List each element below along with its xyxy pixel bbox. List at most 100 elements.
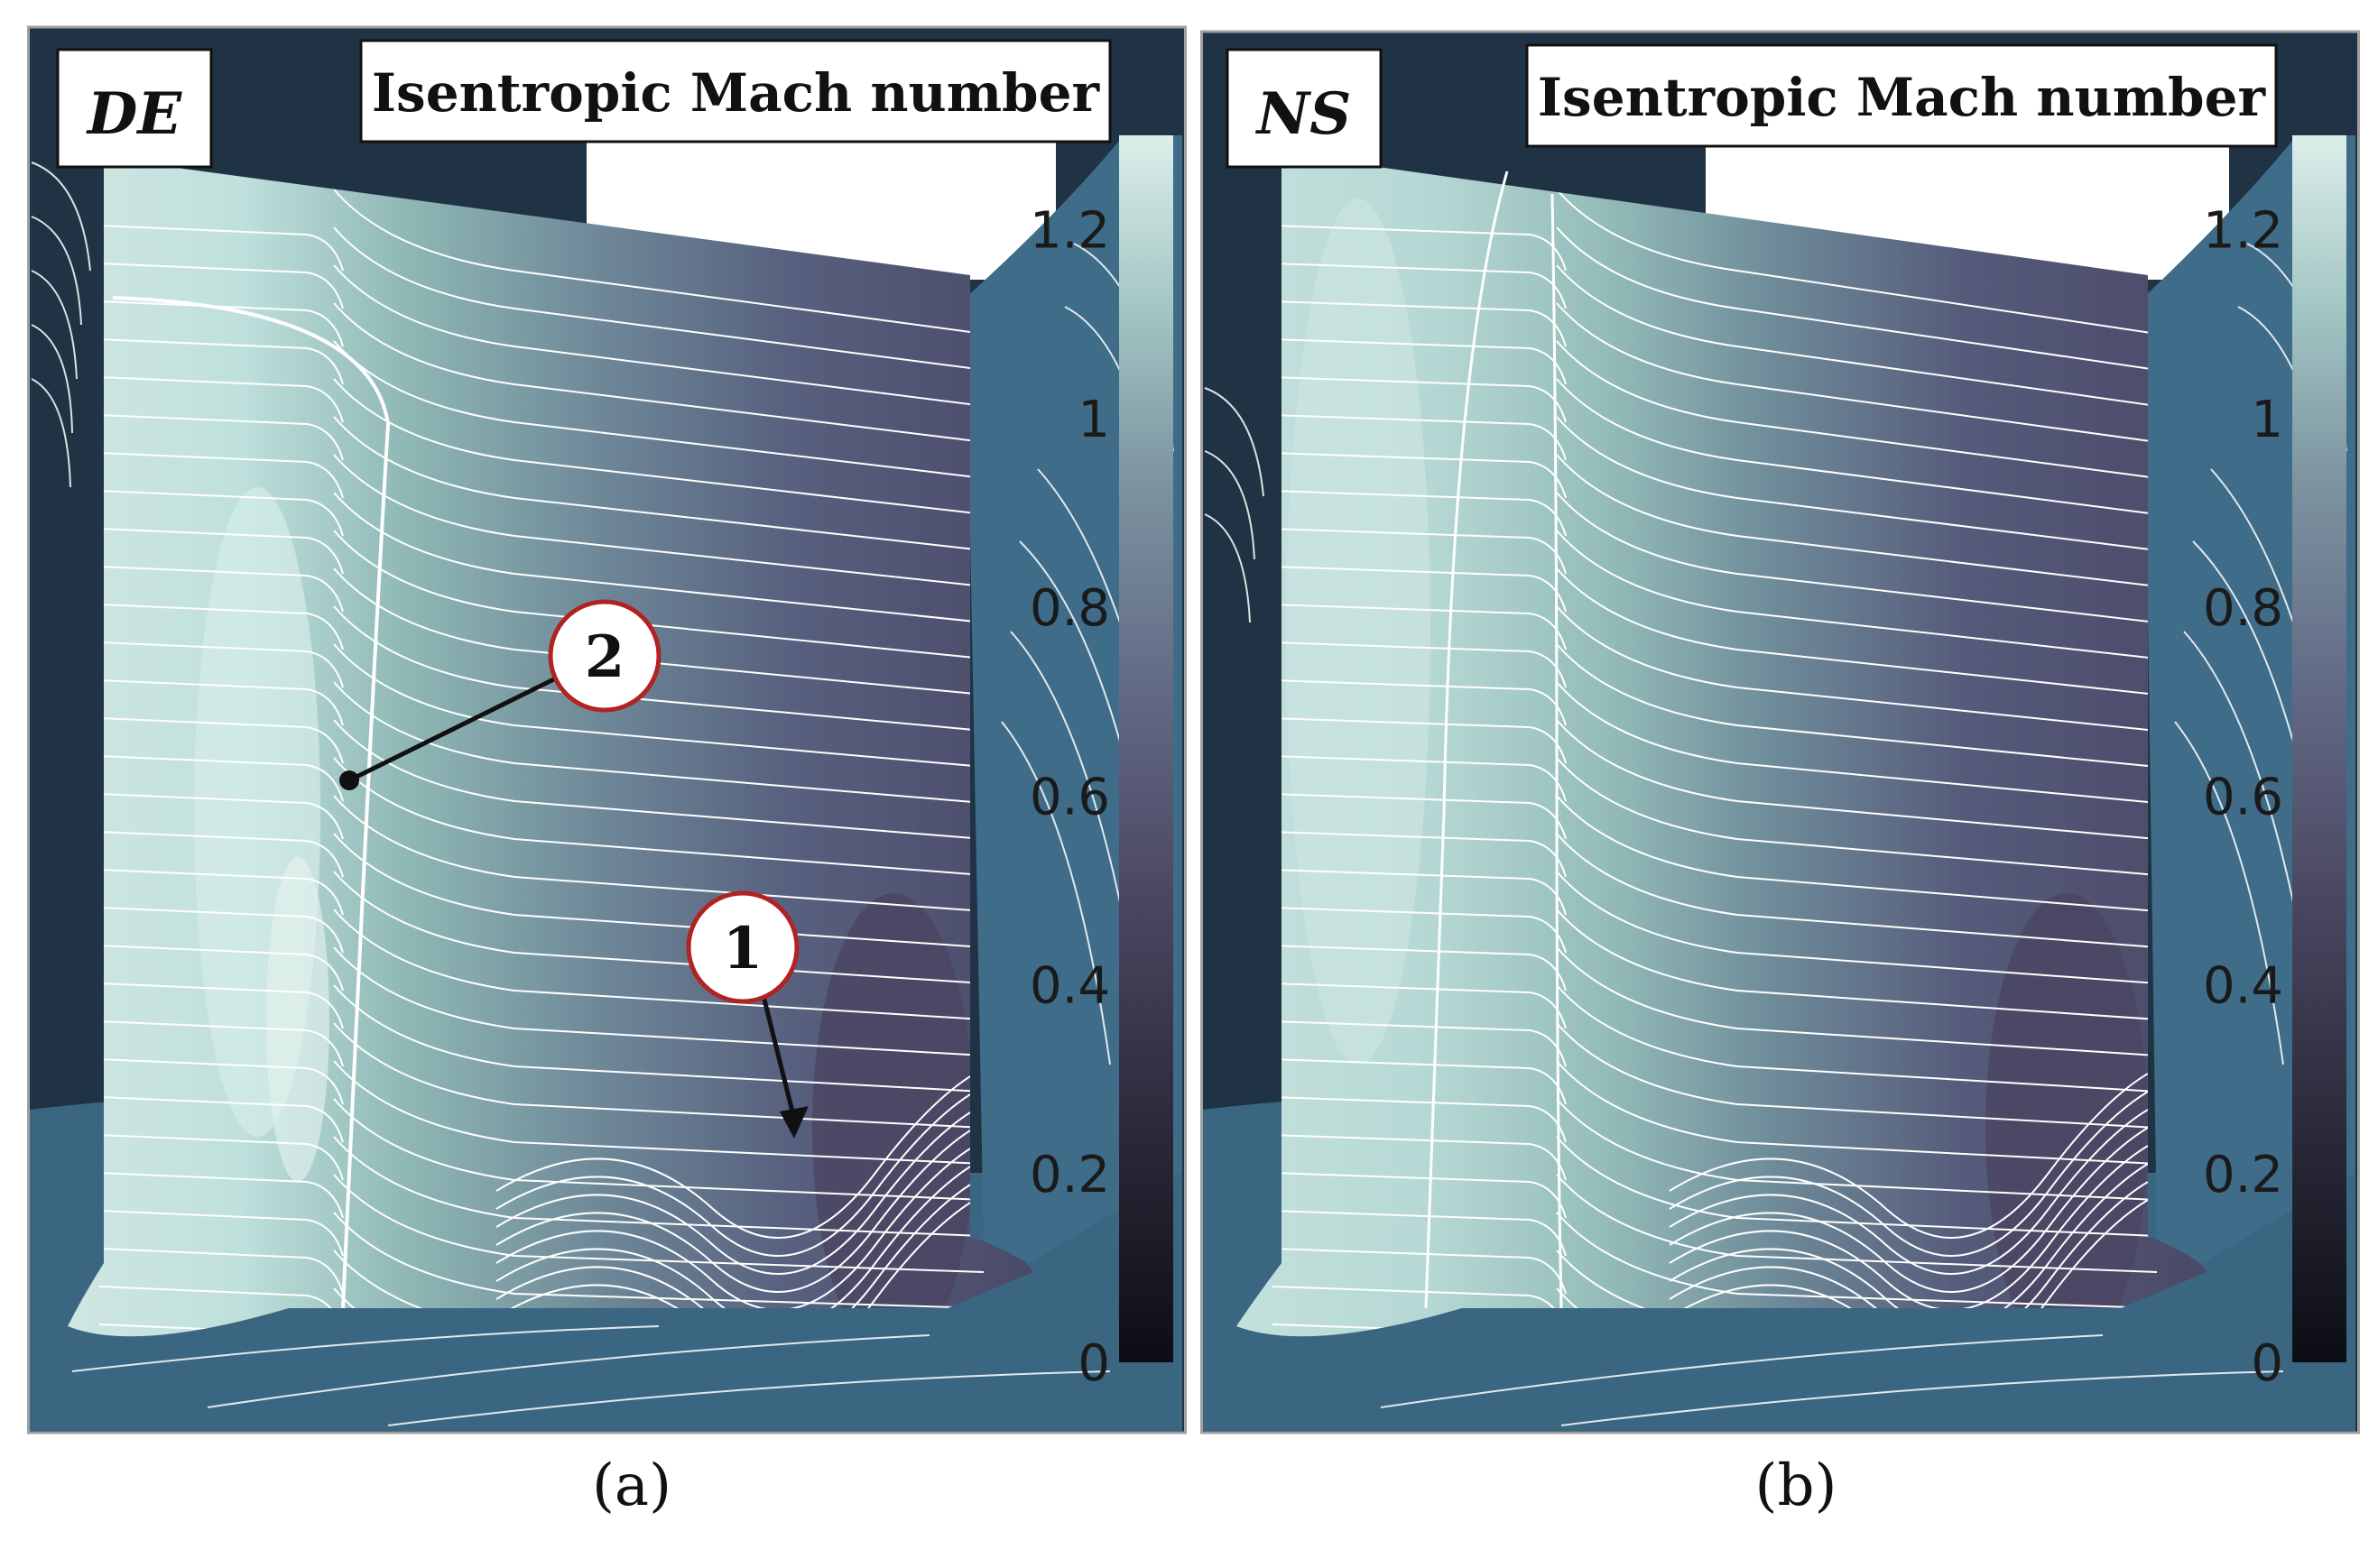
streamline [1556, 530, 2158, 659]
streamline [333, 1287, 985, 1337]
streamline [1556, 340, 2158, 479]
streamline [98, 604, 344, 650]
streamline [333, 378, 985, 515]
streamline [333, 719, 985, 840]
panel-b-figure: 00.20.40.60.811.2 NS Isentropic Mach num… [1200, 30, 2360, 1434]
streamline [333, 1212, 985, 1309]
streamline [333, 226, 985, 371]
streamline [1669, 1073, 2149, 1239]
marker-2-label: 2 [585, 623, 625, 691]
colorbar-tick-label: 1 [2251, 391, 2283, 449]
streamline [98, 528, 344, 575]
streamline [1272, 1210, 1567, 1257]
streamline [495, 1073, 976, 1239]
colorbar [2292, 135, 2346, 1362]
streamline [1272, 1248, 1567, 1295]
streamline [1272, 414, 1567, 461]
marker-2-leader [347, 660, 588, 783]
streamline [333, 643, 985, 768]
streamline [1669, 1091, 2149, 1257]
streamline [333, 530, 985, 659]
streamline [1272, 1020, 1567, 1067]
streamline [1272, 490, 1567, 537]
streamline [98, 452, 344, 499]
streamline [1272, 604, 1567, 650]
colorbar [1119, 135, 1173, 1362]
streamline [1556, 378, 2158, 515]
streamline [98, 869, 344, 916]
colorbar-tick-label: 0.6 [1030, 768, 1110, 826]
streamline [98, 717, 344, 764]
streamline [333, 264, 985, 407]
separation-line [112, 296, 391, 1309]
colorbar-tick-label: 0.6 [2203, 768, 2283, 826]
streamline [1272, 1096, 1567, 1143]
streamline [1556, 1212, 2158, 1309]
streamline [1272, 225, 1567, 272]
panel-a-figure: 00.20.40.60.811.2 DE Isentropic Mach num… [27, 25, 1187, 1434]
streamline [1272, 869, 1567, 916]
title-box [359, 39, 1112, 143]
streamline [1556, 302, 2158, 443]
streamline [98, 945, 344, 992]
streamline [1556, 567, 2158, 696]
streamline [98, 679, 344, 726]
streamline [333, 1060, 985, 1165]
streamline [98, 1058, 344, 1105]
streamline [495, 1109, 976, 1275]
streamline [1556, 833, 2158, 948]
streamline [1556, 189, 2158, 335]
streamline [1272, 679, 1567, 726]
streamline [495, 1091, 976, 1257]
streamline [1556, 1136, 2158, 1237]
title-box [1525, 43, 2278, 148]
streamline [1669, 1109, 2149, 1275]
method-label-box [56, 48, 213, 169]
streamline [1272, 793, 1567, 840]
marker-1 [686, 890, 800, 1004]
streamline [98, 263, 344, 309]
streamline [98, 376, 344, 423]
streamline [495, 1181, 976, 1337]
streamline [1272, 376, 1567, 423]
method-label: DE [86, 80, 183, 148]
streamline [1669, 1127, 2149, 1293]
streamline [1272, 907, 1567, 954]
streamline [1272, 641, 1567, 688]
streamline [1272, 982, 1567, 1029]
colorbar-tick-label: 0.2 [1030, 1146, 1110, 1204]
streamline [98, 300, 344, 347]
streamline [1556, 1022, 2158, 1129]
colorbar-tick-label: 1.2 [2203, 202, 2283, 261]
attachment-line [1550, 193, 1563, 1309]
streamline [98, 414, 344, 461]
streamline [98, 338, 344, 385]
streamline [1272, 831, 1567, 878]
plot-title: Isentropic Mach number [372, 62, 1101, 124]
streamline [1272, 1172, 1567, 1219]
streamline [333, 1022, 985, 1129]
streamline [495, 1127, 976, 1293]
streamline [1556, 492, 2158, 623]
streamline [1272, 717, 1567, 764]
streamline [1272, 566, 1567, 613]
caption-a: (a) [591, 1453, 672, 1519]
streamline [1272, 452, 1567, 499]
streamline [333, 909, 985, 1020]
separation-line [1424, 171, 1509, 1309]
colorbar-tick-label: 0 [2251, 1334, 2283, 1393]
streamline [333, 189, 985, 335]
streamline [333, 492, 985, 623]
streamline [1556, 416, 2158, 551]
streamline [98, 1020, 344, 1067]
streamline [98, 1210, 344, 1257]
colorbar-tick-label: 0.4 [1030, 957, 1110, 1016]
streamline [98, 755, 344, 802]
streamline [333, 454, 985, 587]
streamline [333, 795, 985, 912]
streamline [98, 793, 344, 840]
streamline [1272, 945, 1567, 992]
streamline [1556, 1174, 2158, 1273]
streamline [1556, 795, 2158, 912]
streamline [1556, 719, 2158, 840]
